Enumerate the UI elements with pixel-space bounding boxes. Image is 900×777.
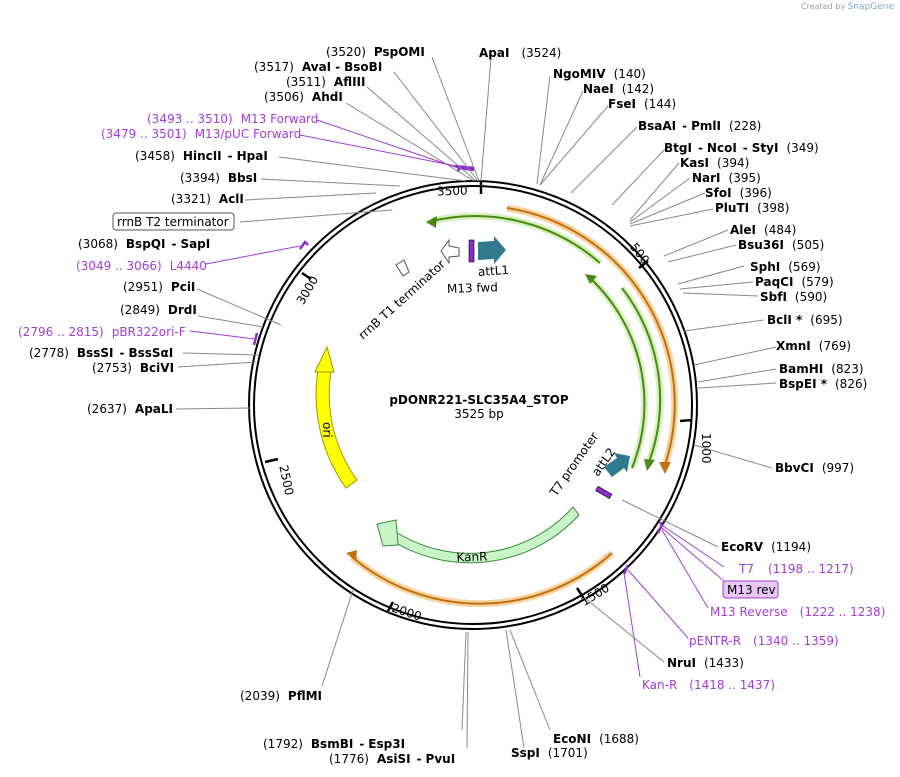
tick-1500: 1500 (579, 581, 612, 609)
primer-m13-reverse: M13 Reverse(1222 .. 1238) (710, 605, 885, 619)
tick-500: 500 (627, 240, 652, 267)
orange-arc-lower-head (346, 550, 357, 561)
primer-labels: (3493 .. 3510)M13 Forward (3479 .. 3501)… (18, 112, 885, 692)
orange-arc-lower-line (351, 552, 613, 605)
enzyme-bamhi: BamHI(823) (779, 362, 864, 376)
enzyme-apai: ApaI(3524) (479, 46, 561, 60)
ori-arc (315, 369, 358, 489)
enzyme-bsaai-pmli: BsaAI-PmlI(228) (638, 119, 761, 133)
enzyme-bbvci: BbvCI(997) (775, 461, 854, 475)
orange-arc-upper-line (506, 207, 676, 466)
enzyme-fsei: FseI(144) (608, 97, 676, 111)
snapgene-brand: SnapGene (847, 2, 894, 12)
tick-3500: 3500 (437, 183, 468, 198)
enzyme-bspei: BspEI *(826) (779, 377, 867, 391)
enzyme-acli: (3321)AclI (171, 192, 244, 206)
enzyme-sfoi: SfoI(396) (705, 186, 772, 200)
primer-kan-r: Kan-R(1418 .. 1437) (642, 678, 775, 692)
kanr-arrowhead (376, 519, 399, 547)
plasmid-length: 3525 bp (454, 407, 504, 421)
enzyme-avai-bsobi: (3517)AvaI-BsoBI (254, 60, 382, 74)
tick-2000: 2000 (390, 601, 423, 624)
enzyme-drdi: (2849)DrdI (120, 303, 197, 317)
enzyme-apali: (2637)ApaLI (87, 402, 173, 416)
primer-leader-lines (189, 119, 726, 678)
green-arc-right1-head (585, 274, 597, 284)
enzyme-sbfi: SbfI(590) (760, 290, 827, 304)
rrnb-t2-box: rrnB T2 terminator (112, 212, 235, 231)
enzyme-sspi: SspI(1701) (511, 746, 588, 760)
snapgene-credit: Created by SnapGene (801, 2, 894, 12)
primer-pbr322ori-f: (2796 .. 2815)pBR322ori-F (18, 325, 186, 339)
enzyme-kasi: KasI(394) (680, 156, 749, 170)
orange-arc-upper-head (659, 462, 671, 474)
primer-m13-forward: (3493 .. 3510)M13 Forward (147, 112, 318, 126)
enzyme-afliii: (3511)AflIII (286, 75, 365, 89)
enzyme-pluti: PluTI(398) (715, 201, 789, 215)
enzyme-ngomiv: NgoMIV(140) (553, 67, 646, 81)
enzyme-ecorv: EcoRV(1194) (721, 540, 811, 554)
green-arc-top-head (426, 216, 437, 228)
primer-pentr-r: pENTR-R(1340 .. 1359) (689, 634, 839, 648)
enzyme-nrui: NruI(1433) (667, 656, 744, 670)
enzyme-nari: NarI(395) (692, 171, 761, 185)
enzyme-bcivi: (2753)BciVI (92, 361, 174, 375)
rrnb-t2-arrow (395, 259, 410, 277)
enzyme-pcii: (2951)PciI (123, 280, 195, 294)
credit-prefix: Created by (801, 2, 846, 11)
enzyme-bsssi: (2778)BssSI-BssSαI (29, 346, 173, 360)
primer-t7: T7(1198 .. 1217) (738, 562, 854, 576)
enzyme-ahdi: (3506)AhdI (264, 90, 343, 104)
tick-marks (264, 181, 693, 612)
rrnb-t2-label: rrnB T2 terminator (117, 215, 229, 229)
backbone-outer (248, 180, 698, 630)
primer-l4440: (3049 .. 3066)L4440 (76, 259, 207, 273)
m13fwd-marker (468, 239, 475, 263)
attl1-arrow (478, 236, 506, 264)
attl1-label: attL1 (478, 263, 510, 279)
tick-labels: 3500 500 1000 1500 2000 2500 3000 (276, 183, 713, 623)
enzyme-alei: AleI(484) (730, 223, 796, 237)
kanr-label: KanR (456, 549, 487, 564)
attl2-arrow (604, 453, 630, 477)
enzyme-asisi-pvui: (1776)AsiSI-PvuI (329, 752, 455, 766)
ori-label: ori (320, 422, 334, 438)
enzyme-naei: NaeI(142) (583, 82, 654, 96)
enzyme-sphi: SphI(569) (750, 260, 821, 274)
enzyme-bcli: BclI *(695) (767, 313, 843, 327)
enzyme-hincii-hpai: (3458)HincII-HpaI (135, 149, 268, 163)
enzyme-pflmi: (2039)PflMI (240, 689, 322, 703)
plasmid-name: pDONR221-SLC35A4_STOP (389, 393, 569, 408)
m13-rev-label: M13 rev (727, 583, 776, 597)
m13rev-marker (595, 485, 613, 500)
green-arc-right2-head (644, 459, 655, 471)
m13fwd-label: M13 fwd (447, 280, 498, 296)
m13-rev-box: M13 rev (722, 580, 779, 599)
green-arc-top-line (431, 215, 601, 264)
leader-lines (175, 56, 777, 749)
enzyme-psomi: (3520)PspOMI (326, 45, 425, 59)
enzyme-bsu36i: Bsu36I(505) (738, 238, 824, 252)
ori-arrowhead (314, 345, 335, 373)
enzyme-btgi-ncoi-styi: BtgI-NcoI-StyI(349) (664, 141, 819, 155)
enzyme-bsmbi-esp3i: (1792)BsmBI-Esp3I (263, 737, 405, 751)
tick-3000: 3000 (294, 273, 321, 306)
tick-2500: 2500 (276, 464, 296, 497)
rrnb-t1-arrow (440, 238, 460, 265)
enzyme-labels: ApaI(3524) (3520)PspOMI (3517)AvaI-BsoBI… (29, 45, 867, 766)
enzyme-econi: EcoNI(1688) (553, 732, 639, 746)
primer-m13puc-forward: (3479 .. 3501)M13/pUC Forward (101, 127, 301, 141)
enzyme-xmni: XmnI(769) (776, 339, 851, 353)
enzyme-bspqi-sapi: (3068)BspQI-SapI (78, 237, 210, 251)
green-arc-right1-line (591, 279, 646, 469)
enzyme-bbsi: (3394)BbsI (180, 171, 257, 185)
backbone-inner (253, 185, 693, 625)
green-arc-right2-line (621, 287, 662, 463)
enzyme-paqci: PaqCI(579) (755, 275, 834, 289)
